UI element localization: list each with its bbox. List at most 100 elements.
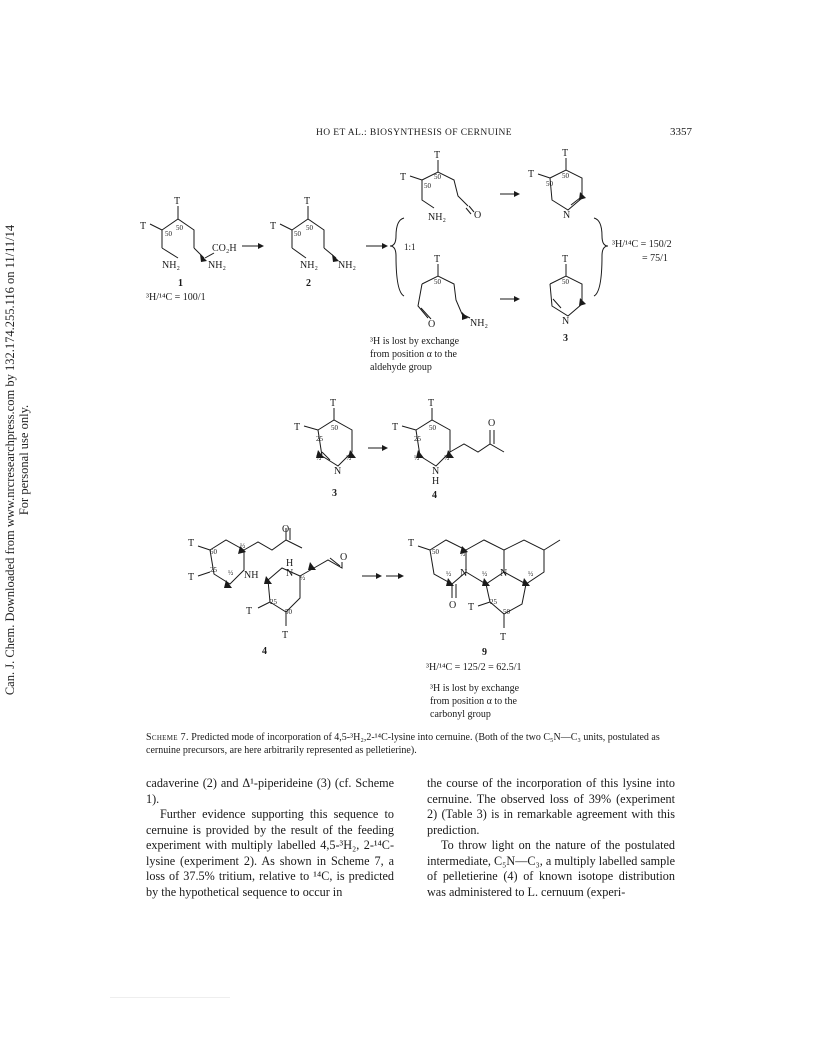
label-fraction: ½ [482,570,487,578]
body-column-left: cadaverine (2) and Δ¹-piperideine (3) (c… [146,776,394,900]
isotope-ratio-start: ³H/¹⁴C = 100/1 [146,292,206,303]
exchange-note: carbonyl group [430,709,491,720]
compound-3-piperideine: T T 50 25 ½ ½ N 3 [294,398,356,499]
amino-group: NH₂ [162,260,180,271]
tritium-label: T [140,221,146,232]
compound-number: 4 [432,490,437,501]
compound-1-lysine: T T 50 50 CO₂H NH₂ NH₂ 1 [140,196,237,289]
body-paragraph: the course of the incorporation of this … [427,776,675,837]
label-percent: 50 [434,173,442,181]
nitrogen-atom: N [334,466,341,477]
nitrogen-atom: N [500,568,507,579]
pelletierine-dimer: T T 50 25 ½ ½ NH H N ½ O O 25 50 T T 4 [188,524,347,657]
label-fraction: ½ [528,570,533,578]
carboxyl-group: CO₂H [212,243,237,254]
compound-number: 2 [306,278,311,289]
caption-lead: Scheme 7. [146,732,189,743]
label-fraction: ½ [228,569,233,577]
body-paragraph: To throw light on the nature of the post… [427,838,675,899]
exchange-note: ³H is lost by exchange [370,336,460,347]
body-paragraph: Further evidence supporting this sequenc… [146,807,394,899]
label-percent: 50 [331,424,339,432]
label-percent: 25 [414,435,422,443]
label-percent: 25 [490,598,498,606]
label-percent: 50 [165,230,173,238]
right-brace [593,217,609,297]
exchange-note: from position α to the [430,696,517,707]
compound-number: 3 [332,488,337,499]
label-fraction: ½ [414,454,419,462]
caption-text: Predicted mode of incorporation of 4,5-³… [146,732,660,756]
label-fraction: ½ [460,550,465,558]
compound-9-cernuine: T 50 ½ ½ ½ ½ N N O 25 50 T T 9 [408,538,561,658]
page-number: 3357 [670,126,692,138]
tritium-label: T [304,196,310,207]
tritium-label: T [188,572,194,583]
label-fraction: ½ [444,454,449,462]
label-percent: 50 [562,278,570,286]
tritium-label: T [246,606,252,617]
carbonyl-oxygen: O [282,524,289,535]
label-fraction: ½ [446,570,451,578]
tritium-label: T [528,169,534,180]
amino-group: NH₂ [300,260,318,271]
hydrogen-atom: H [432,476,439,487]
compound-number: 1 [178,278,183,289]
isotope-ratio-mid: ³H/¹⁴C = 150/2 [612,239,672,250]
carbonyl-oxygen: O [488,418,495,429]
tritium-label: T [330,398,336,409]
amino-group: NH₂ [428,212,446,223]
nitrogen-atom: N [562,316,569,327]
body-paragraph: cadaverine (2) and Δ¹-piperideine (3) (c… [146,776,394,806]
tritium-label: T [400,172,406,183]
amino-group: NH₂ [338,260,356,271]
scheme-7-figure: T T 50 50 CO₂H NH₂ NH₂ 1 ³H/¹⁴C = 100/1 … [140,148,672,720]
label-percent: 50 [434,278,442,286]
body-column-right: the course of the incorporation of this … [427,776,675,900]
tritium-label: T [392,422,398,433]
tritium-label: T [428,398,434,409]
label-percent: 50 [546,180,554,188]
label-percent: 50 [285,608,293,616]
nitrogen-atom: N [563,210,570,221]
page-smudge [110,997,230,998]
aldehyde-oxygen: O [428,319,435,330]
amine-group: NH [244,570,258,581]
piperideine-bottom: T 50 N 3 [549,254,586,344]
label-percent: 50 [424,182,432,190]
hydrogen-atom: H [286,558,293,569]
exchange-note: ³H is lost by exchange [430,683,520,694]
amino-aldehyde-bottom: T 50 O NH₂ [417,254,488,330]
carbonyl-oxygen: O [340,552,347,563]
label-percent: 50 [429,424,437,432]
amino-aldehyde-top: T T 50 50 NH₂ O [400,150,481,223]
isotope-ratio-end: ³H/¹⁴C = 125/2 = 62.5/1 [426,662,522,673]
label-percent: 50 [432,548,440,556]
compound-number: 3 [563,333,568,344]
nitrogen-atom: N [286,568,293,579]
label-fraction: ½ [300,574,305,582]
tritium-label: T [434,150,440,161]
label-percent: 50 [176,224,184,232]
tritium-label: T [562,148,568,159]
exchange-note: from position α to the [370,349,457,360]
tritium-label: T [562,254,568,265]
nitrogen-atom: N [432,466,439,477]
aldehyde-oxygen: O [474,210,481,221]
piperideine-top: T T 50 50 N [528,148,586,221]
label-percent: 25 [210,566,218,574]
amino-group: NH₂ [470,318,488,329]
split-ratio: 1:1 [404,242,416,252]
amino-group: NH₂ [208,260,226,271]
tritium-label: T [434,254,440,265]
isotope-ratio-mid: = 75/1 [642,253,668,264]
tritium-label: T [282,630,288,641]
carbonyl-oxygen: O [449,600,456,611]
label-percent: 25 [270,598,278,606]
label-fraction: ½ [240,542,245,550]
label-percent: 25 [316,435,324,443]
compound-number: 4 [262,646,267,657]
tritium-label: T [174,196,180,207]
compound-number: 9 [482,647,487,658]
scheme-caption: Scheme 7. Predicted mode of incorporatio… [146,731,676,757]
